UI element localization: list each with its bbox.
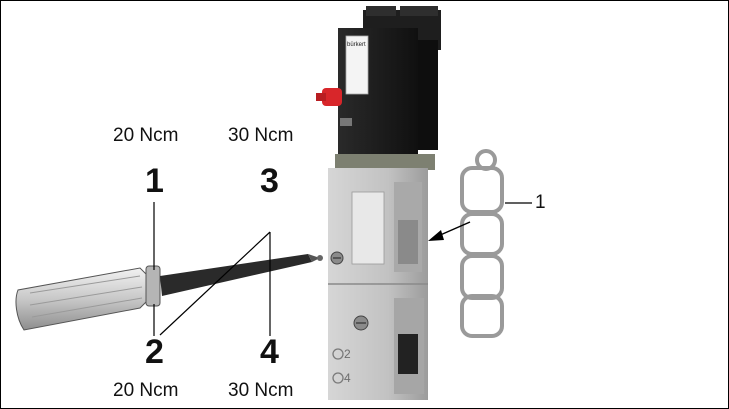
leader-lines xyxy=(153,202,532,336)
torque-label-bottom-right: 30 Ncm xyxy=(228,380,294,401)
port-label-2: 2 xyxy=(344,347,351,361)
torque-label-top-left: 20 Ncm xyxy=(113,125,179,146)
port-label-4: 4 xyxy=(344,371,351,385)
callout-number-2: 2 xyxy=(145,333,164,371)
solenoid-valve: bürkert 2 4 xyxy=(316,6,441,400)
screwdriver xyxy=(15,254,323,331)
torque-label-top-right: 30 Ncm xyxy=(228,125,294,146)
callout-number-3: 3 xyxy=(260,162,279,200)
manual-override xyxy=(316,88,352,126)
gasket-callout-number: 1 xyxy=(535,192,546,213)
brand-label: bürkert xyxy=(347,42,366,48)
gasket xyxy=(460,149,504,338)
leader-2-diagonal xyxy=(159,231,271,336)
gasket-arrow xyxy=(428,221,471,241)
callout-number-4: 4 xyxy=(260,333,279,371)
callout-number-1: 1 xyxy=(145,162,164,200)
torque-label-bottom-left: 20 Ncm xyxy=(113,380,179,401)
